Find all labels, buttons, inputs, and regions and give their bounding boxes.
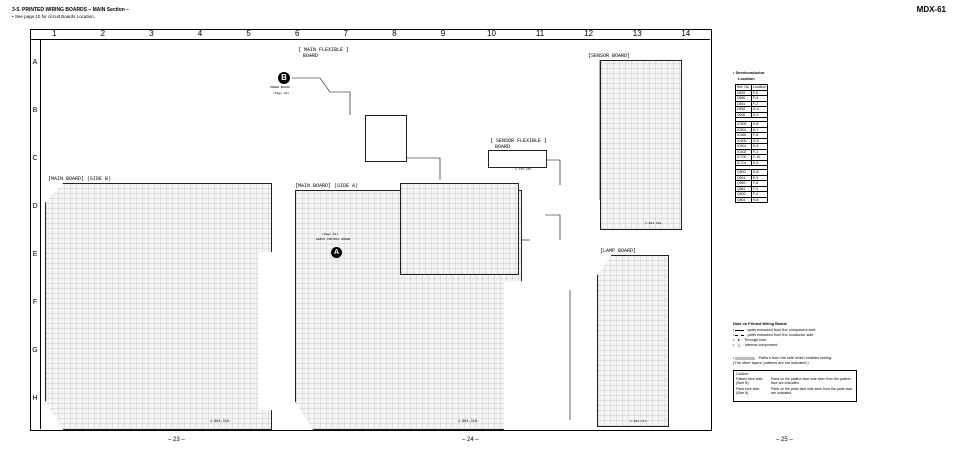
main-board-side-b <box>45 183 272 430</box>
lamp-board <box>597 255 669 427</box>
grid-col: 4 <box>197 29 203 38</box>
table-header: Location <box>750 84 769 91</box>
connector-b-caption: POWER BOARD <box>270 86 290 89</box>
board-code: 1-778-476- <box>515 168 534 171</box>
notes-title: Note on Printed Wiring Board: <box>733 322 788 326</box>
grid-rows: A B C D E F G H <box>30 39 41 429</box>
grid-col: 12 <box>584 29 594 38</box>
grid-col: 8 <box>392 29 397 38</box>
sensor-flexible-sub: BOARD <box>495 144 511 150</box>
note-item-internal: • △ : Internal component. <box>733 343 779 347</box>
table-cell: H-8 <box>750 121 769 128</box>
grid-col: 2 <box>100 29 106 38</box>
note-item-component: • : parts extracted from the component s… <box>733 328 817 332</box>
connector-a-page: (Page 14) <box>322 233 339 236</box>
pattern-note: • : Pattern from the side which enables … <box>733 356 833 360</box>
table-header: Ref. No. <box>735 84 752 91</box>
caution-box: Caution: Pattern face side: (Side B) Par… <box>733 370 857 402</box>
grid-row: A <box>32 59 38 66</box>
main-flexible-sub: BOARD <box>303 53 319 59</box>
lamp-board-label: [LAMP BOARD] <box>600 248 637 254</box>
caution-face-a-side: (Side A) <box>736 391 749 395</box>
grid-col: 11 <box>535 29 545 38</box>
main-flexible-label: [ MAIN FLEXIBLE ] <box>298 47 350 53</box>
board-code: 1-664-304- <box>645 222 664 225</box>
caution-face-a-text: Parts on the parts face side seen from t… <box>771 387 853 396</box>
caution-face-b-label: Pattern face side: <box>736 377 764 381</box>
grid-col: 9 <box>440 29 446 38</box>
pattern-swatch-icon <box>735 356 756 360</box>
table-cell: G-4 <box>750 106 769 113</box>
grid-col: 13 <box>632 29 642 38</box>
grid-row: E <box>32 251 38 258</box>
board-code: 1-664-317- <box>630 420 649 423</box>
main-board-side-b-label: [MAIN BOARD] (SIDE B) <box>48 176 112 182</box>
page-number: – 24 – <box>462 437 479 443</box>
note-item-through-hole: • ● : Through hole. <box>733 338 768 342</box>
page-number: – 25 – <box>776 437 793 443</box>
grid-row: H <box>32 395 38 402</box>
grid-row: D <box>32 203 38 210</box>
table-cell: F-6 <box>750 89 769 96</box>
table-cell: F-4 <box>750 95 769 102</box>
triangle-icon: △ <box>737 343 741 347</box>
semiconductor-title: • Semiconductor <box>733 70 765 75</box>
board-code: 1-664-319- <box>210 420 232 424</box>
grid-row: F <box>32 299 38 306</box>
sensor-board <box>600 60 682 230</box>
sensor-board-label: [SENSOR BOARD] <box>588 53 631 59</box>
grid-col: 14 <box>681 29 691 38</box>
table-spacer <box>734 165 769 170</box>
grid-col: 6 <box>294 29 300 38</box>
grid-col: 10 <box>487 29 496 38</box>
grid-columns: 1 2 3 4 5 6 7 8 9 10 11 12 13 14 <box>30 29 710 40</box>
section-note: • See page 10 for circuit Boards Locatio… <box>12 14 95 19</box>
connector-a-marker: A <box>331 247 342 258</box>
notes-list: • : parts extracted from the component s… <box>733 328 873 348</box>
dashed-line-icon <box>735 334 745 336</box>
caution-face-b-side: (Side B) <box>736 381 749 385</box>
section-title: 3-5. PRINTED WIRING BOARDS – MAIN Sectio… <box>12 7 129 13</box>
table-cell: Q601 <box>735 196 752 203</box>
grid-row: G <box>32 347 38 354</box>
grid-frame <box>30 29 712 431</box>
main-flexible-board <box>365 115 407 162</box>
table-cell: H-8 <box>750 196 769 203</box>
connector-b-marker: B <box>278 72 290 84</box>
connector-a-caption: SERVO CONTROL BOARD <box>316 238 351 241</box>
main-board-side-a-label: [MAIN BOARD] (SIDE A) <box>295 183 359 189</box>
main-board-side-a-upper <box>400 183 519 275</box>
line-marker-icon <box>735 329 745 331</box>
grid-col: 7 <box>343 29 348 38</box>
pattern-note-sub: (The other layers' patterns are not indi… <box>733 361 809 365</box>
caution-face-a-label: Parts face side: <box>736 387 761 391</box>
table-spacer <box>734 117 769 122</box>
through-hole-icon: ● <box>737 338 740 342</box>
sensor-flexible-board <box>488 150 547 168</box>
page-number: – 23 – <box>168 437 185 443</box>
grid-row: C <box>32 155 38 162</box>
grid-col: 1 <box>52 29 57 38</box>
caution-title: Caution: <box>736 372 750 376</box>
note-item-conductor: • : parts extracted from the conductor s… <box>733 333 815 337</box>
board-code: 1-664-319- <box>458 420 480 424</box>
caution-face-b-text: Parts on the pattern face side seen from… <box>771 377 851 386</box>
grid-row: B <box>32 107 38 114</box>
connector-b-page: (Page 20) <box>273 92 290 95</box>
grid-col: 3 <box>149 29 154 38</box>
table-cell: F-2 <box>750 100 769 107</box>
grid-col: 5 <box>246 29 251 38</box>
sensor-flexible-label: [ SENSOR FLEXIBLE ] <box>490 138 548 144</box>
semiconductor-subtitle: Location <box>738 76 755 81</box>
model-name: MDX-61 <box>916 5 946 14</box>
